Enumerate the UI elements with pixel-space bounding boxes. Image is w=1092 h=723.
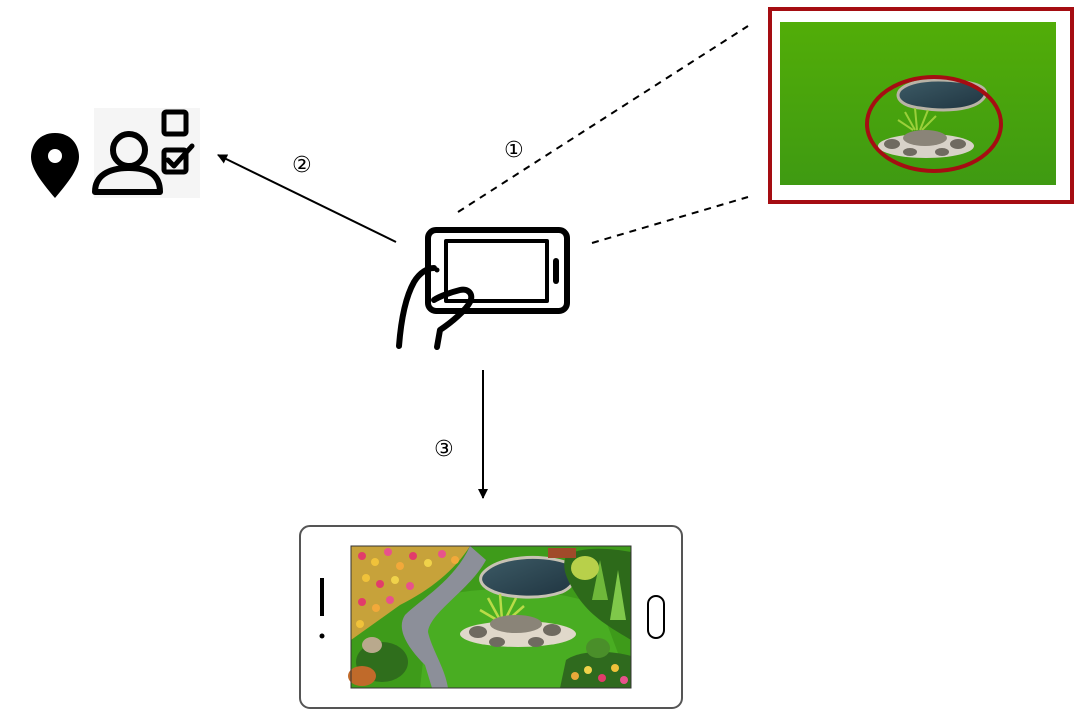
phone-camera: [319, 633, 325, 639]
ar-detection-view: [768, 7, 1074, 204]
garden-pond: [479, 555, 577, 599]
location-pin-icon: [31, 133, 79, 198]
smartphone-landscape-icon: [299, 525, 683, 709]
arrow-step-2: [217, 154, 397, 243]
plant-object: [897, 107, 937, 131]
step-1-label: ①: [504, 138, 524, 163]
garden-scene: [348, 546, 631, 688]
projection-line-lower: [591, 196, 749, 244]
phone-home-button: [647, 595, 665, 639]
stone-path: [401, 546, 486, 688]
user-checklist-icon: [92, 108, 200, 198]
projection-line-upper: [457, 25, 749, 213]
stone-table: [903, 130, 947, 146]
hand-holding-tablet-icon: [396, 227, 570, 350]
stone-patio: [878, 134, 974, 158]
detection-ellipse: [865, 75, 1003, 173]
phone-screen-border: [350, 545, 632, 689]
tulip-flowers: [356, 548, 459, 628]
step-3-label: ③: [434, 437, 454, 462]
pond-object: [896, 78, 988, 112]
phone-speaker: [320, 578, 324, 616]
projection-lines: [457, 25, 749, 244]
step-2-label: ②: [292, 153, 312, 178]
